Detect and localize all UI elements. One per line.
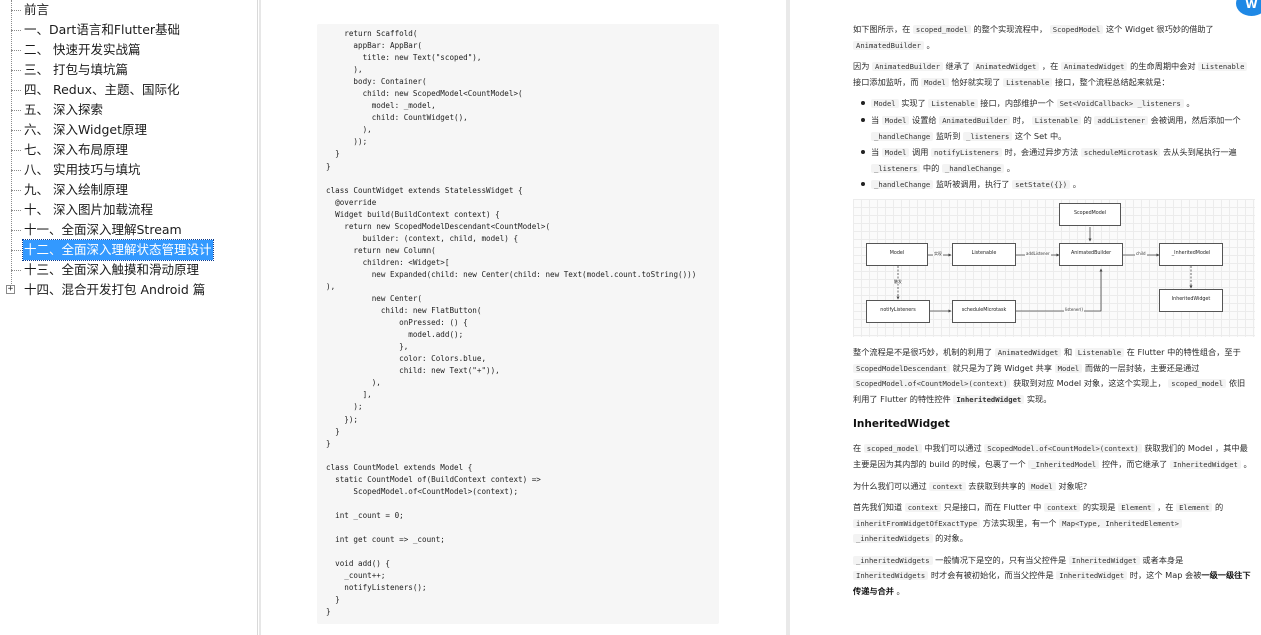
diagram-node: notifyListeners	[866, 299, 930, 323]
paragraph-inherited-1: 在 scoped_model 中我们可以通过 ScopedModel.of<Co…	[853, 443, 1252, 469]
flow-diagram: ScopedModel Model Listenable AnimatedBui…	[853, 198, 1255, 337]
toc-item-label[interactable]: 八、 实用技巧与填坑	[24, 162, 141, 177]
edge-label: child	[1135, 250, 1147, 256]
toc-item-4[interactable]: 四、 Redux、主题、国际化	[0, 80, 257, 100]
toc-item-label[interactable]: 一、Dart语言和Flutter基础	[24, 22, 181, 37]
diagram-node: ScopedModel	[1059, 202, 1121, 226]
code-text: return Scaffold( appBar: AppBar( title: …	[326, 29, 697, 617]
paragraph-reason: 因为 AnimatedBuilder 继承了 AnimatedWidget ，在…	[853, 59, 1253, 90]
document-page-left: return Scaffold( appBar: AppBar( title: …	[261, 0, 786, 635]
page-gutter	[786, 0, 790, 635]
toc-item-9[interactable]: 九、 深入绘制原理	[0, 180, 257, 200]
app-badge-icon[interactable]: W	[1236, 0, 1261, 16]
edge-label: listener()	[1064, 306, 1085, 312]
toc-item-10[interactable]: 十、 深入图片加载流程	[0, 200, 257, 220]
tree-guide-line	[11, 0, 12, 288]
toc-item-8[interactable]: 八、 实用技巧与填坑	[0, 160, 257, 180]
expand-plus-icon[interactable]: +	[6, 284, 15, 294]
toc-item-label[interactable]: 四、 Redux、主题、国际化	[24, 82, 180, 97]
toc-item-label[interactable]: 三、 打包与填坑篇	[24, 62, 128, 77]
edge-label: addListener	[1025, 250, 1051, 256]
paragraph-question: 为什么我们可以通过 context 去获取到共享的 Model 对象呢？	[853, 480, 1092, 491]
list-item: 当 Model 调用 notifyListeners 时，会通过异步方法 sch…	[853, 145, 1253, 176]
diagram-node: InheritedWidget	[1159, 288, 1223, 312]
toc-item-13[interactable]: 十三、全面深入触摸和滑动原理	[0, 260, 257, 280]
diagram-node: _InheritedModel	[1159, 242, 1223, 266]
toc-item-3[interactable]: 三、 打包与填坑篇	[0, 60, 257, 80]
toc-item-11[interactable]: 十一、全面深入理解Stream	[0, 220, 257, 240]
toc-item-5[interactable]: 五、 深入探索	[0, 100, 257, 120]
toc-item-label[interactable]: 十一、全面深入理解Stream	[24, 222, 182, 237]
section-heading: InheritedWidget	[853, 418, 950, 431]
page-gutter	[259, 0, 261, 635]
toc-item-label[interactable]: 七、 深入布局原理	[24, 142, 128, 157]
diagram-node: Listenable	[952, 242, 1016, 266]
document-page-right: 如下图所示，在 scoped_model 的整个实现流程中， ScopedMod…	[790, 0, 1261, 635]
toc-item-label[interactable]: 十、 深入图片加载流程	[24, 202, 153, 217]
paragraph-intro: 如下图所示，在 scoped_model 的整个实现流程中， ScopedMod…	[853, 24, 1214, 50]
summary-list: Model 实现了 Listenable 接口，内部维护一个 Set<VoidC…	[853, 96, 1253, 193]
toc-item-12[interactable]: 十二、全面深入理解状态管理设计	[0, 239, 257, 261]
diagram-node: scheduleMicrotask	[952, 299, 1016, 323]
toc-item-label[interactable]: 十三、全面深入触摸和滑动原理	[24, 262, 200, 277]
code-block: return Scaffold( appBar: AppBar( title: …	[317, 24, 719, 624]
paragraph-inherited-widgets: _inheritedWidgets 一般情况下是空的，只有当父控件是 Inher…	[853, 554, 1251, 597]
edge-label: 实现	[933, 250, 943, 256]
article-body: 如下图所示，在 scoped_model 的整个实现流程中， ScopedMod…	[853, 22, 1255, 605]
diagram-node: AnimatedBuilder	[1059, 242, 1123, 266]
toc-item-preface[interactable]: 前言	[0, 0, 257, 20]
edge-label: 触发	[893, 278, 903, 284]
toc-item-label[interactable]: 六、 深入Widget原理	[24, 122, 147, 137]
toc-item-7[interactable]: 七、 深入布局原理	[0, 140, 257, 160]
toc-item-label[interactable]: 十四、混合开发打包 Android 篇	[24, 282, 206, 297]
diagram-node: Model	[866, 242, 928, 266]
toc-item-label[interactable]: 九、 深入绘制原理	[24, 182, 128, 197]
toc-item-1[interactable]: 一、Dart语言和Flutter基础	[0, 20, 257, 40]
toc-item-label[interactable]: 五、 深入探索	[24, 102, 103, 117]
toc-item-label[interactable]: 前言	[24, 2, 50, 17]
toc-item-2[interactable]: 二、 快速开发实战篇	[0, 40, 257, 60]
toc-item-14[interactable]: + 十四、混合开发打包 Android 篇	[0, 280, 257, 300]
toc-item-label-selected[interactable]: 十二、全面深入理解状态管理设计	[22, 239, 214, 261]
toc-item-label[interactable]: 二、 快速开发实战篇	[24, 42, 141, 57]
paragraph-summary: 整个流程是不是很巧妙，机制的利用了 AnimatedWidget 和 Liste…	[853, 346, 1246, 404]
list-item: 当 Model 设置给 AnimatedBuilder 时， Listenabl…	[853, 113, 1253, 144]
toc-sidebar: 前言 一、Dart语言和Flutter基础 二、 快速开发实战篇 三、 打包与填…	[0, 0, 258, 635]
paragraph-context: 首先我们知道 context 只是接口，而在 Flutter 中 context…	[853, 502, 1224, 544]
toc-list: 前言 一、Dart语言和Flutter基础 二、 快速开发实战篇 三、 打包与填…	[0, 0, 257, 300]
list-item: Model 实现了 Listenable 接口，内部维护一个 Set<VoidC…	[853, 96, 1253, 112]
toc-item-6[interactable]: 六、 深入Widget原理	[0, 120, 257, 140]
list-item: _handleChange 监听被调用，执行了 setState({}) 。	[853, 177, 1253, 193]
